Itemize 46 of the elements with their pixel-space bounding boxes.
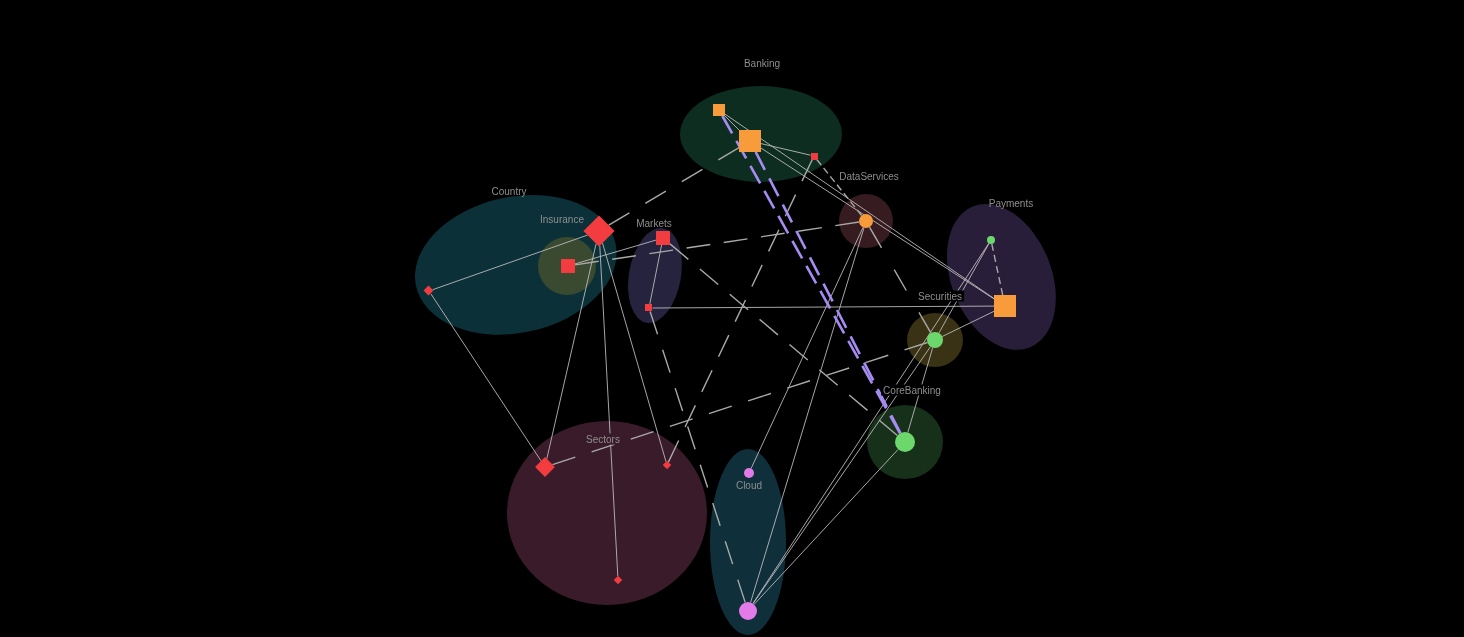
connector-line bbox=[574, 239, 657, 265]
cluster-label: Insurance bbox=[538, 213, 586, 225]
connector-line bbox=[941, 310, 995, 337]
connector-line bbox=[430, 293, 542, 462]
connector-line bbox=[599, 245, 619, 577]
connector-line bbox=[750, 226, 864, 469]
dashed-connector-line bbox=[608, 146, 740, 226]
square-marker bbox=[810, 152, 818, 160]
connector-line bbox=[753, 448, 899, 605]
dashed-connector-line bbox=[669, 243, 899, 437]
cluster-label: Payments bbox=[987, 197, 1035, 209]
cluster-label: DataServices bbox=[838, 170, 900, 182]
dashed-connector-line bbox=[574, 221, 860, 266]
cluster-label: Cloud bbox=[733, 479, 765, 491]
circle-marker bbox=[987, 236, 995, 244]
connector-line bbox=[760, 143, 811, 156]
dashed-connector-line bbox=[991, 243, 1004, 296]
connector-line bbox=[750, 227, 865, 603]
dashed-connector-line bbox=[868, 226, 932, 334]
cluster-label: CoreBanking bbox=[881, 384, 943, 396]
square-marker bbox=[713, 104, 725, 116]
connector-line bbox=[602, 242, 667, 463]
dashed-connector-line bbox=[551, 341, 929, 466]
cluster-label: Country bbox=[490, 185, 528, 197]
cluster-label: Securities bbox=[916, 290, 964, 302]
connector-line bbox=[907, 347, 934, 433]
connector-line bbox=[724, 113, 995, 299]
dashed-connector-line bbox=[667, 158, 813, 463]
cluster-label: Banking bbox=[742, 57, 782, 69]
connector-line bbox=[752, 242, 990, 604]
cluster-label: Markets bbox=[635, 217, 673, 229]
dashed-connector-line bbox=[754, 151, 902, 434]
circle-marker bbox=[744, 468, 754, 478]
dashed-connector-line bbox=[816, 158, 863, 217]
square-marker bbox=[739, 130, 761, 152]
connector-line bbox=[760, 147, 995, 300]
connector-line bbox=[546, 243, 597, 460]
cluster-label: Sectors bbox=[584, 433, 622, 445]
dashed-connector-line bbox=[649, 310, 746, 604]
connector-line bbox=[432, 234, 588, 291]
connector-line bbox=[649, 244, 663, 305]
square-marker bbox=[645, 304, 653, 312]
connector-line bbox=[652, 305, 995, 309]
connector-line bbox=[724, 115, 740, 131]
connector-line bbox=[752, 346, 931, 605]
dashed-connector-line bbox=[721, 115, 902, 434]
